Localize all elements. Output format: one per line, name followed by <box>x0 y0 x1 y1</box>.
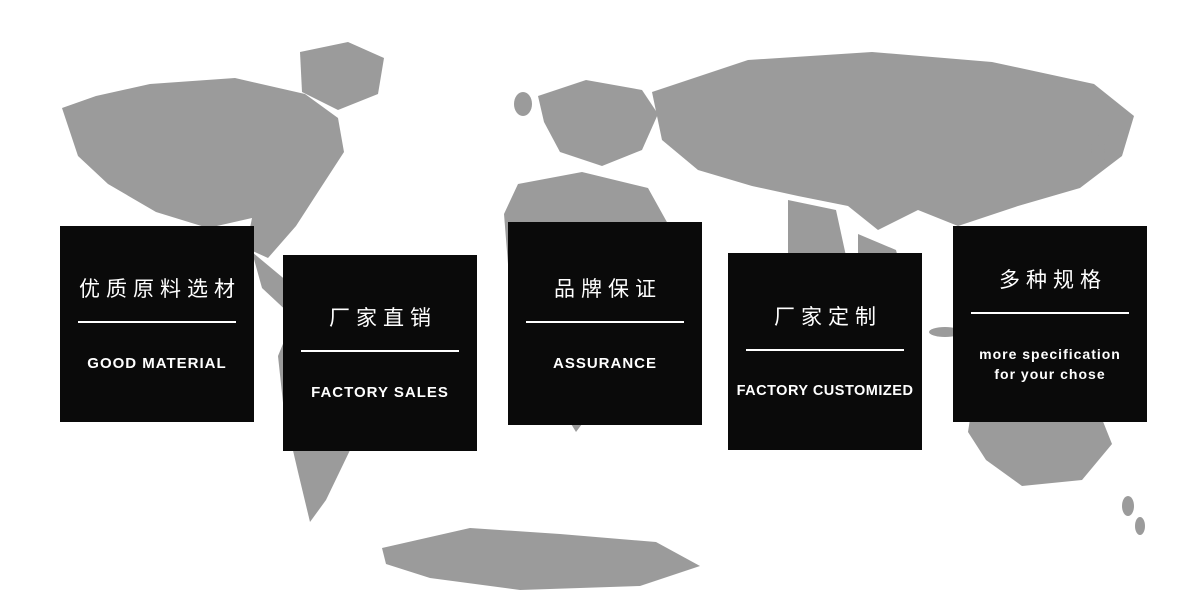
continent-europe <box>538 80 658 166</box>
feature-title-zh: 品牌保证 <box>554 277 662 301</box>
feature-card-factory-customized: 厂家定制 FACTORY CUSTOMIZED <box>728 253 922 450</box>
island-new-zealand-north <box>1122 496 1134 516</box>
divider-line <box>746 348 904 351</box>
feature-title-zh: 多种规格 <box>999 268 1107 292</box>
divider-line <box>971 311 1129 314</box>
island-uk <box>514 92 532 116</box>
divider-line <box>301 350 459 353</box>
continent-north-america <box>62 78 344 258</box>
feature-title-en: FACTORY SALES <box>311 384 449 402</box>
feature-title-en: ASSURANCE <box>552 354 657 372</box>
feature-title-zh: 厂家直销 <box>329 307 437 331</box>
divider-line <box>526 320 684 323</box>
region-antarctica <box>382 528 700 590</box>
feature-card-good-material: 优质原料选材 GOOD MATERIAL <box>60 226 254 422</box>
continent-greenland <box>300 42 384 110</box>
divider-line <box>78 321 236 324</box>
feature-title-zh: 优质原料选材 <box>79 278 241 302</box>
island-japan <box>1091 135 1105 169</box>
feature-title-en: GOOD MATERIAL <box>87 355 227 373</box>
feature-title-en: more specification for your chose <box>979 345 1121 382</box>
feature-title-en: FACTORY CUSTOMIZED <box>736 382 914 399</box>
feature-card-factory-sales: 厂家直销 FACTORY SALES <box>283 255 477 451</box>
feature-title-zh: 厂家定制 <box>774 305 882 329</box>
continent-asia <box>652 52 1134 230</box>
feature-card-more-specification: 多种规格 more specification for your chose <box>953 226 1147 422</box>
feature-card-assurance: 品牌保证 ASSURANCE <box>508 222 702 425</box>
island-new-zealand-south <box>1135 517 1145 535</box>
